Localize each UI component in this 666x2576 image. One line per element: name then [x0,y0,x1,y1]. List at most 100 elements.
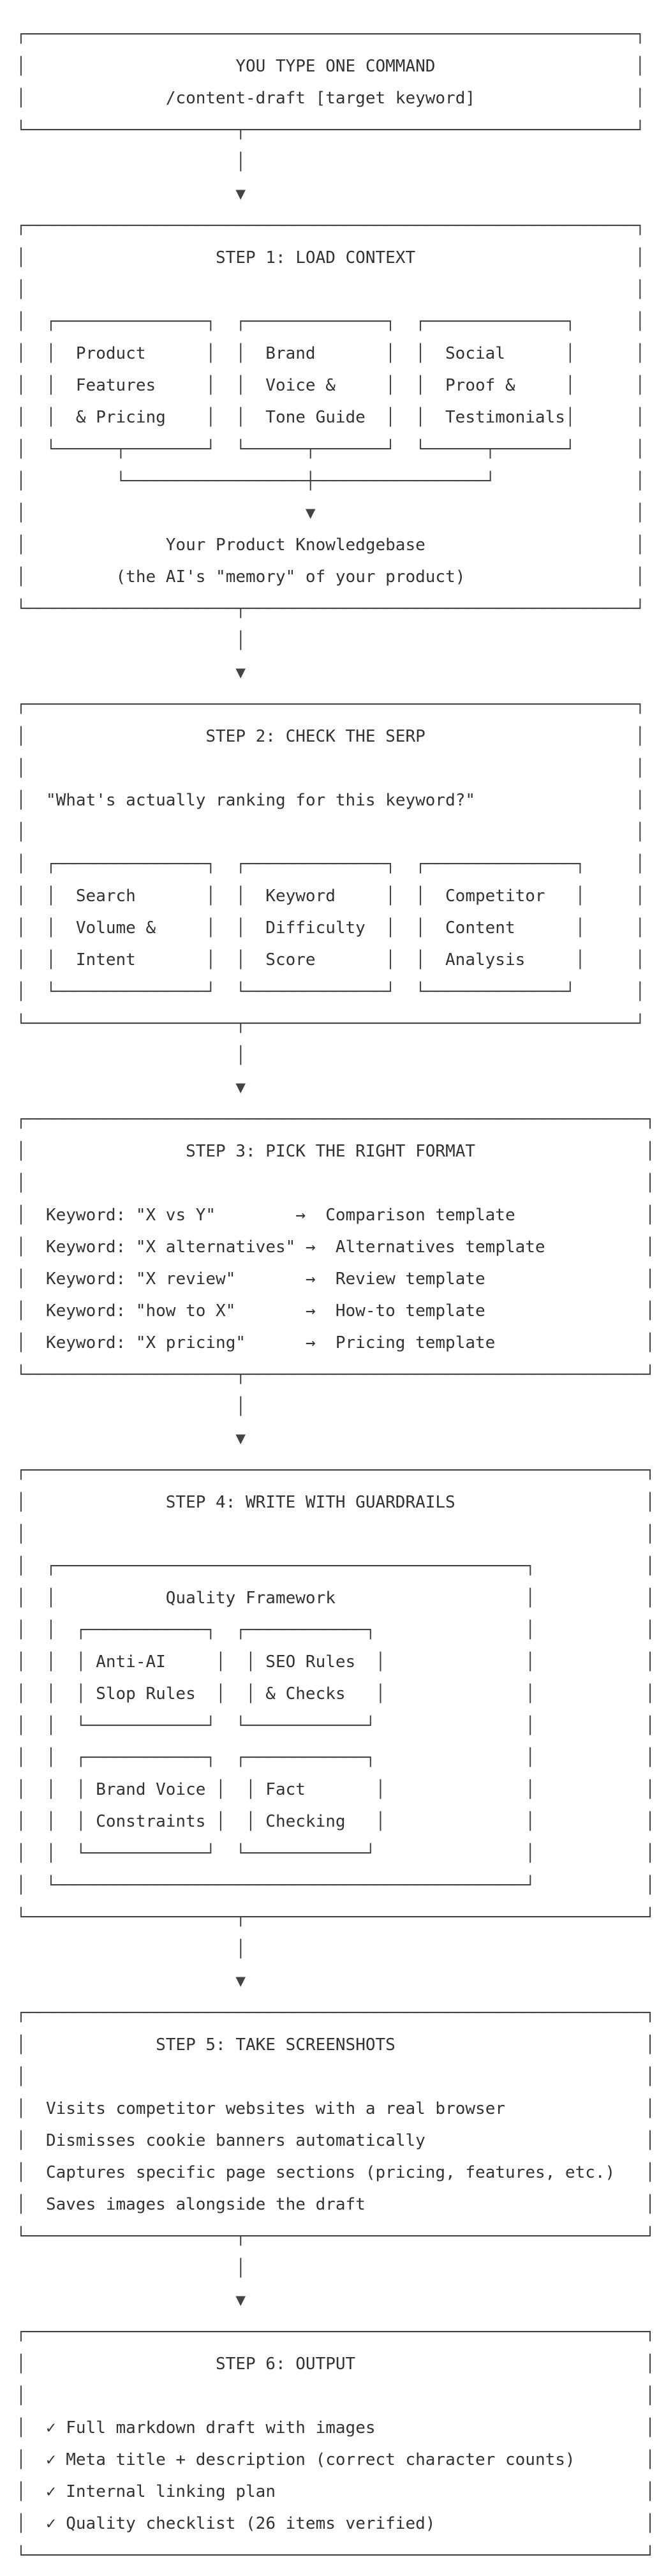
box-left-border: │ [16,248,26,267]
command-text: /content-draft [target keyword] [165,89,476,108]
box-right-border: │ [645,2131,655,2150]
box-right-border: │ [645,1206,655,1225]
box-right-border: │ [645,1876,655,1895]
box-left-border: │ [415,408,426,427]
box-left-border: │ [45,918,56,938]
card-label: Constraints [96,1812,206,1831]
box-bottom-border: └────────────┘ [235,1844,376,1863]
box-right-border: │ [645,1844,655,1863]
card-label: & Checks [265,1684,346,1704]
template-name: Pricing template [335,1333,496,1352]
box-right-border: │ [205,408,216,427]
step-title: STEP 4: WRITE WITH GUARDRAILS [165,1493,455,1512]
checkmark-icon: ✓ [45,2482,56,2501]
box-left-border: │ [16,1621,26,1640]
box-right-border: │ [216,1652,226,1672]
box-right-border: │ [525,1684,535,1704]
box-left-border: │ [75,1684,86,1704]
keyword-pattern: Keyword: "X alternatives" [45,1238,296,1257]
keyword-pattern: Keyword: "X vs Y" [45,1206,216,1225]
box-left-border: │ [16,280,26,299]
box-right-border: │ [216,1780,226,1799]
template-name: Comparison template [325,1206,515,1225]
box-top-border: ┌────────────┐ [235,1748,376,1767]
screenshot-feature-item: Dismisses cookie banners automatically [45,2131,426,2150]
box-right-border: │ [385,376,396,395]
box-left-border: │ [45,344,56,363]
box-left-border: │ [16,1780,26,1799]
box-left-border: │ [16,1557,26,1576]
box-top-border: ┌────────────┐ [75,1748,216,1767]
box-right-border: │ [375,1780,386,1799]
box-left-border: │ [45,887,56,906]
box-right-border: │ [645,2163,655,2182]
box-right-border: │ [635,504,646,523]
box-right-border: │ [645,1652,655,1672]
box-left-border: │ [16,950,26,970]
box-left-border: │ [45,1652,56,1672]
box-bottom-border: └────────────┘ [75,1716,216,1735]
box-bottom-border: └─────────────────────┬─────────────────… [16,1014,646,1033]
box-left-border: │ [16,1589,26,1608]
checkmark-icon: ✓ [45,2514,56,2533]
card-label: Competitor [445,887,545,906]
box-right-border: │ [645,1301,655,1321]
box-right-border: │ [635,727,646,746]
card-label: Brand [265,344,316,363]
box-right-border: │ [635,535,646,555]
serp-question: "What's actually ranking for this keywor… [45,791,476,810]
right-arrow-icon: → [305,1269,316,1289]
box-left-border: │ [415,344,426,363]
box-right-border: │ [375,1684,386,1704]
box-right-border: │ [525,1589,535,1608]
box-right-border: │ [645,1174,655,1193]
box-right-border: │ [645,1589,655,1608]
box-right-border: │ [645,2195,655,2214]
box-left-border: │ [16,2099,26,2118]
output-item-text: Full markdown draft with images [66,2418,376,2437]
card-label: Testimonials [445,408,565,427]
box-left-border: │ [16,982,26,1001]
keyword-pattern: Keyword: "how to X" [45,1301,236,1321]
template-name: Alternatives template [335,1238,545,1257]
card-label: Slop Rules [96,1684,196,1704]
box-right-border: │ [635,918,646,938]
box-left-border: │ [16,1206,26,1225]
box-right-border: │ [645,2482,655,2501]
box-right-border: │ [645,1493,655,1512]
box-right-border: │ [645,1780,655,1799]
box-right-border: │ [385,344,396,363]
box-right-border: │ [635,89,646,108]
keyword-pattern: Keyword: "X pricing" [45,1333,246,1352]
box-left-border: │ [16,823,26,842]
box-right-border: │ [375,1812,386,1831]
down-arrow-icon: ▼ [235,184,246,204]
card-label: Tone Guide [265,408,366,427]
box-right-border: │ [645,2035,655,2055]
output-item-text: Quality checklist (26 items verified) [66,2514,436,2533]
box-left-border: │ [45,1780,56,1799]
box-right-border: │ [635,759,646,778]
box-right-border: │ [635,376,646,395]
box-left-border: │ [16,1525,26,1544]
box-right-border: │ [525,1716,535,1735]
box-right-border: │ [635,567,646,587]
box-right-border: │ [216,1812,226,1831]
box-right-border: │ [645,2386,655,2406]
step-title: STEP 1: LOAD CONTEXT [216,248,416,267]
box-right-border: │ [635,823,646,842]
box-right-border: │ [385,950,396,970]
right-arrow-icon: → [305,1301,316,1321]
box-right-border: │ [525,1812,535,1831]
box-left-border: │ [16,376,26,395]
box-right-border: │ [635,440,646,459]
box-left-border: │ [16,1844,26,1863]
command-box-title: YOU TYPE ONE COMMAND [235,57,436,76]
connector-line: │ [235,1940,246,1959]
step-title: STEP 5: TAKE SCREENSHOTS [156,2035,396,2055]
box-right-border: │ [565,376,575,395]
box-right-border: │ [565,344,575,363]
box-right-border: │ [635,472,646,491]
box-right-border: │ [525,1844,535,1863]
box-top-border: ┌───────────────────────────────────────… [16,2323,655,2342]
